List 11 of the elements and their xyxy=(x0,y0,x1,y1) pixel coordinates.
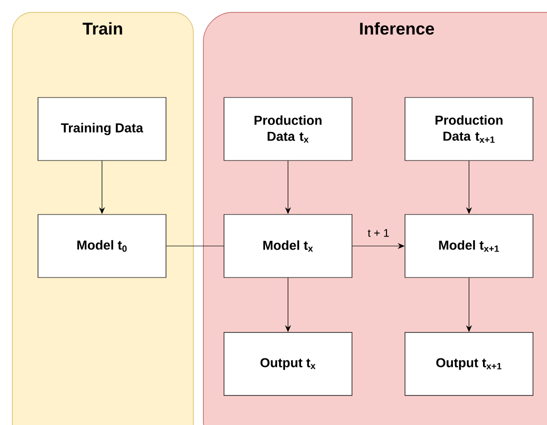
process-box: Output t$_{x+1}$ xyxy=(404,332,534,396)
panel-heading: Inference xyxy=(360,22,434,35)
process-box: Model t$_{0}$ xyxy=(38,214,166,278)
edge-label: t + 1 xyxy=(366,228,390,238)
process-box: Training Data xyxy=(38,97,166,161)
process-box: Production Data t$_{x+1}$ xyxy=(404,97,534,161)
process-box: Model t$_{x}$ xyxy=(224,214,352,278)
panel-heading: Train xyxy=(82,22,122,35)
process-box: Output t$_{x}$ xyxy=(224,332,352,396)
process-box: Model t$_{x+1}$ xyxy=(404,214,534,278)
process-box: Production Data t$_{x}$ xyxy=(224,97,352,161)
